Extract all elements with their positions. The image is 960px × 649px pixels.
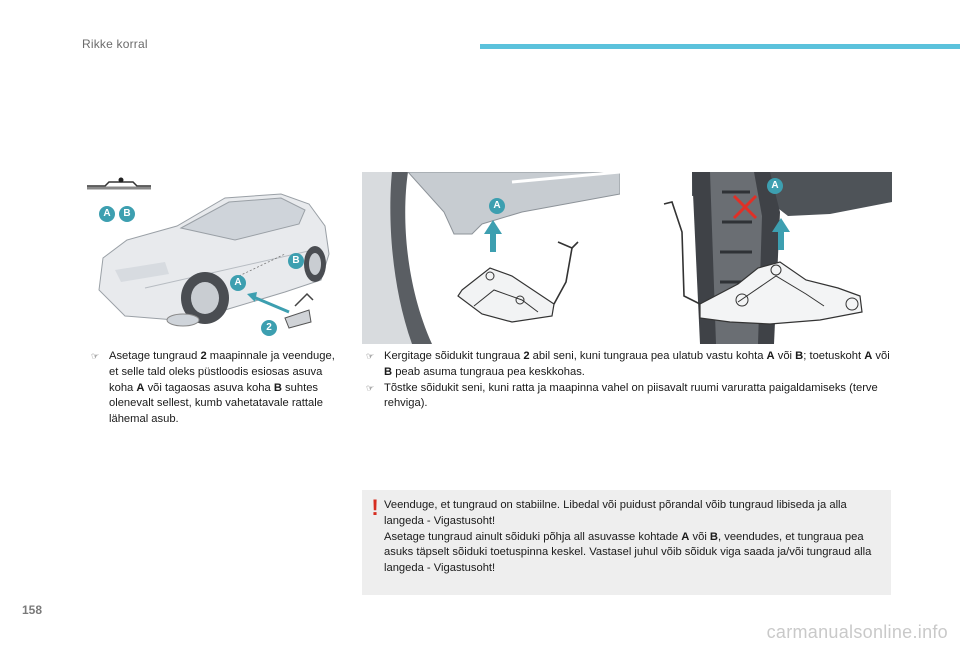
instructions-right: ☞ Kergitage sõidukit tungraua 2 abil sen… (362, 349, 897, 412)
warning-icon: ! (371, 495, 379, 520)
bullet-icon: ☞ (366, 382, 375, 393)
instruction-item: ☞ Kergitage sõidukit tungraua 2 abil sen… (366, 350, 890, 378)
warning-paragraph: Veenduge, et tungraud on stabiilne. Libe… (384, 499, 847, 527)
badge-a-icon: A (767, 178, 783, 194)
instruction-item: ☞ Tõstke sõidukit seni, kuni ratta ja ma… (366, 381, 878, 410)
jack-under-sill-illustration: A (362, 170, 621, 344)
badge-b-icon: B (288, 253, 304, 269)
badge-a-icon: A (489, 198, 505, 214)
header-accent-bar (480, 44, 960, 49)
watermark: carmanualsonline.info (766, 622, 948, 642)
page-number: 158 (22, 603, 43, 617)
bullet-icon: ☞ (91, 351, 100, 361)
warning-box: ! Veenduge, et tungraud on stabiilne. Li… (362, 490, 891, 595)
instruction-item: ☞ Asetage tungraud 2 maapinnale ja veend… (91, 350, 335, 426)
badge-a-icon: A (99, 206, 115, 222)
jack-placement-detail-illustration: A (630, 172, 892, 344)
instruction-left: ☞ Asetage tungraud 2 maapinnale ja veend… (87, 349, 342, 428)
badge-2-icon: 2 (261, 320, 277, 336)
badge-a-icon: A (230, 275, 246, 291)
bullet-icon: ☞ (366, 351, 375, 361)
section-title: Rikke korral (82, 37, 148, 51)
warning-paragraph: Asetage tungraud ainult sõiduki põhja al… (384, 530, 872, 575)
car-jacking-points-illustration: A B A B 2 (85, 170, 343, 340)
badge-b-icon: B (119, 206, 135, 222)
warning-text: Veenduge, et tungraud on stabiilne. Libe… (384, 498, 884, 577)
